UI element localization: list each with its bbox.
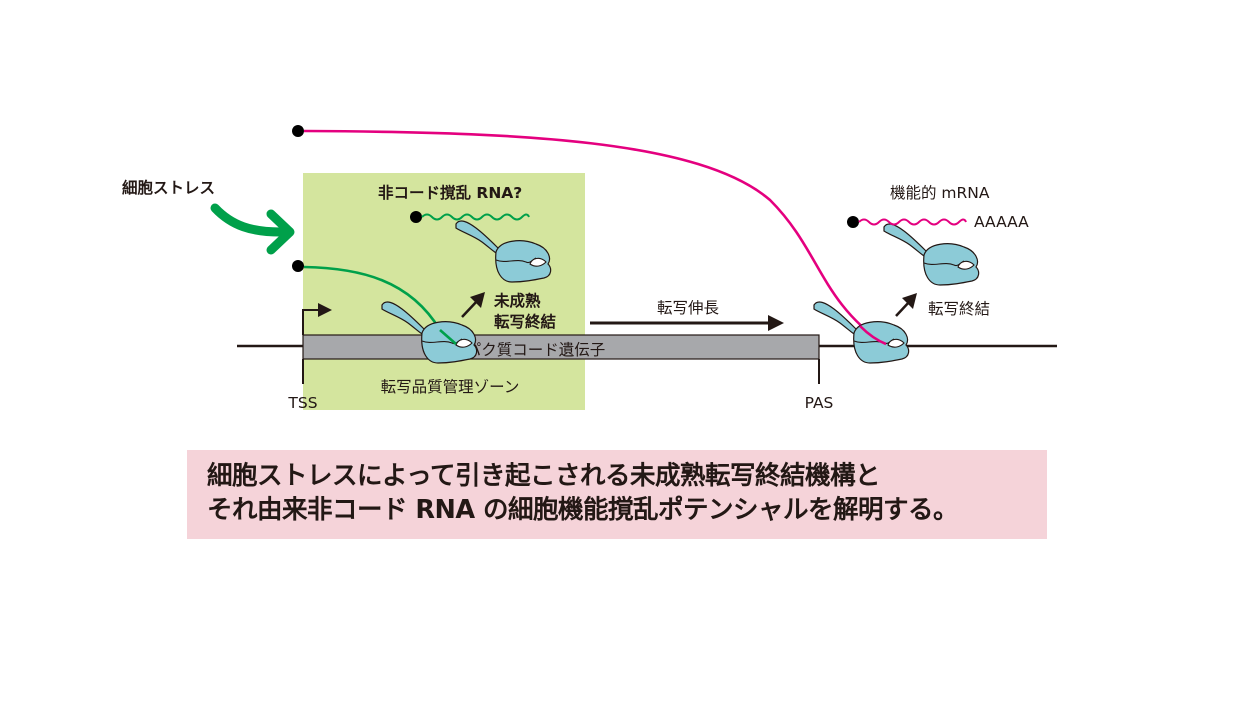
nc-rna-label: 非コード撹乱 RNA? bbox=[378, 183, 522, 202]
polymerase-released-normal bbox=[883, 223, 980, 286]
premature-termination-line1: 未成熟 bbox=[493, 291, 541, 310]
qc-zone-box bbox=[303, 173, 585, 410]
termination-label: 転写終結 bbox=[928, 300, 990, 318]
nc-rna-5prime-cap bbox=[410, 211, 422, 223]
gene-bar bbox=[302, 334, 820, 360]
summary-box: 細胞ストレスによって引き起こされる未成熟転写終結機構と それ由来非コード RNA… bbox=[187, 450, 1047, 539]
stress-arrow-icon bbox=[210, 203, 285, 237]
nc-rna-squiggle bbox=[421, 213, 530, 221]
gene-label: タンパク質コード遺伝子 bbox=[435, 341, 606, 359]
mrna-5prime-cap bbox=[292, 125, 304, 137]
premature-transcript-end bbox=[439, 329, 457, 345]
tss-arrowhead-icon bbox=[318, 303, 332, 317]
polya-tail-label: AAAAA bbox=[974, 213, 1029, 231]
functional-mrna-label: 機能的 mRNA bbox=[890, 184, 990, 202]
pas-label: PAS bbox=[805, 394, 834, 412]
premature-termination-line2: 転写終結 bbox=[494, 312, 557, 331]
functional-mrna-squiggle bbox=[858, 218, 967, 226]
stress-arrowhead-icon bbox=[266, 209, 295, 255]
release-arrowhead-normal-icon bbox=[902, 293, 917, 309]
summary-line-1: 細胞ストレスによって引き起こされる未成熟転写終結機構と bbox=[207, 461, 880, 491]
elongation-arrowhead-icon bbox=[768, 315, 784, 331]
release-arrow-premature-icon bbox=[461, 299, 479, 318]
elongation-label: 転写伸長 bbox=[657, 299, 720, 317]
qc-zone-label: 転写品質管理ゾーン bbox=[381, 378, 520, 396]
polymerase-at-pas bbox=[813, 301, 910, 364]
release-arrowhead-premature-icon bbox=[470, 292, 485, 308]
summary-line-2: それ由来非コード RNA の細胞機能撹乱ポテンシャルを解明する。 bbox=[207, 495, 958, 525]
full-length-transcript-end bbox=[859, 325, 887, 346]
tss-label: TSS bbox=[287, 394, 317, 412]
cell-stress-label: 細胞ストレス bbox=[122, 178, 215, 197]
nc-rna-5prime-cap-lower bbox=[292, 260, 304, 272]
functional-mrna-5prime-cap bbox=[847, 216, 859, 228]
tss-promoter-arrow-icon bbox=[302, 309, 320, 335]
full-length-transcript bbox=[303, 129, 885, 346]
